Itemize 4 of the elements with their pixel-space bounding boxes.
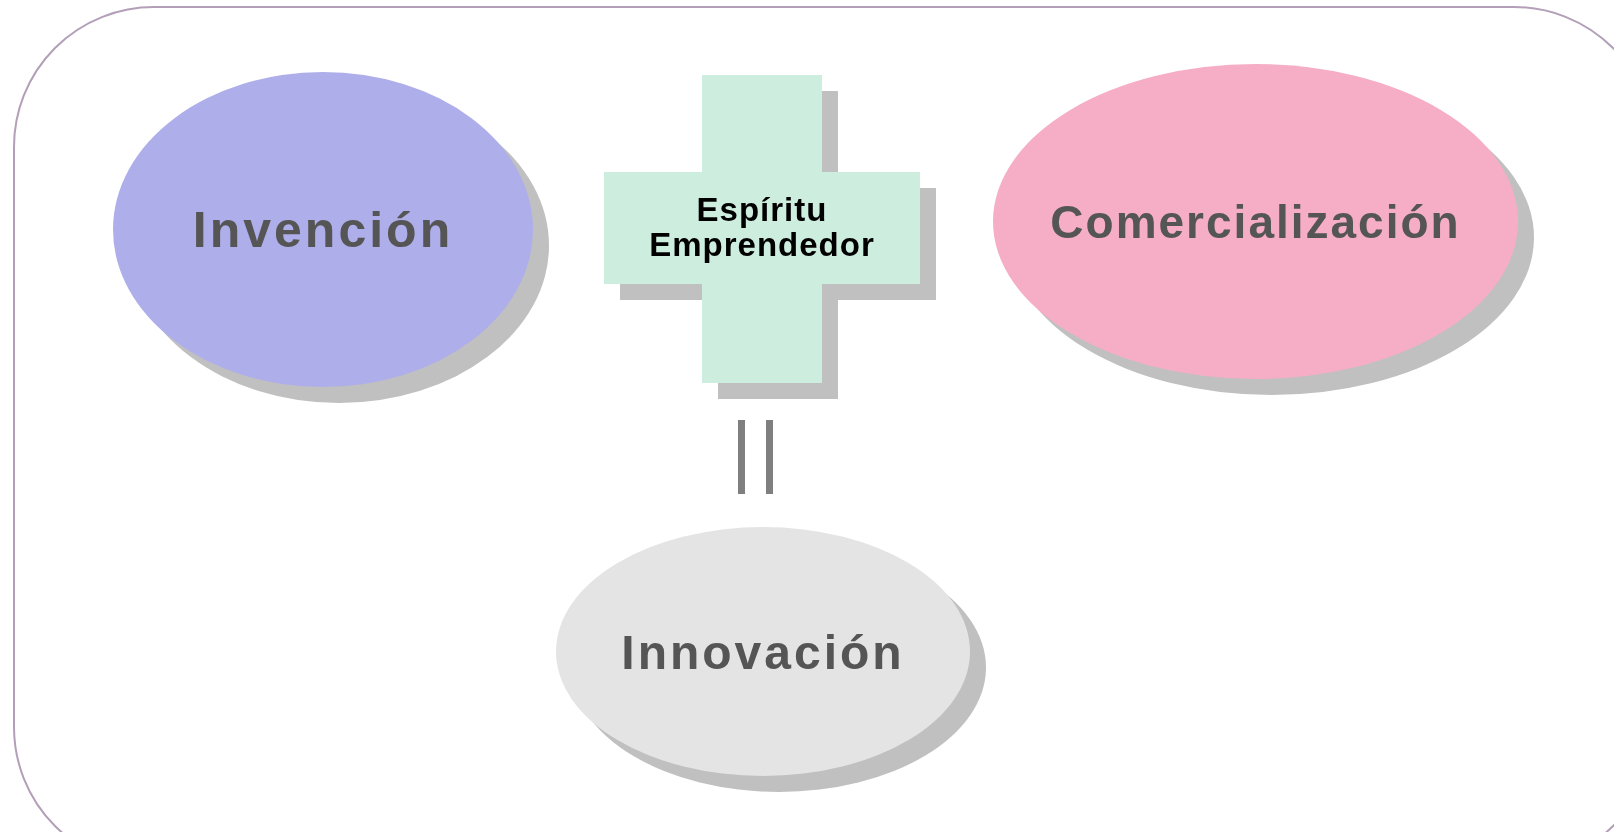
- node-label: Espíritu Emprendedor: [648, 193, 876, 263]
- node-label: Comercialización: [1050, 194, 1461, 249]
- node-label: Innovación: [621, 624, 905, 679]
- node-label: Invención: [192, 200, 454, 259]
